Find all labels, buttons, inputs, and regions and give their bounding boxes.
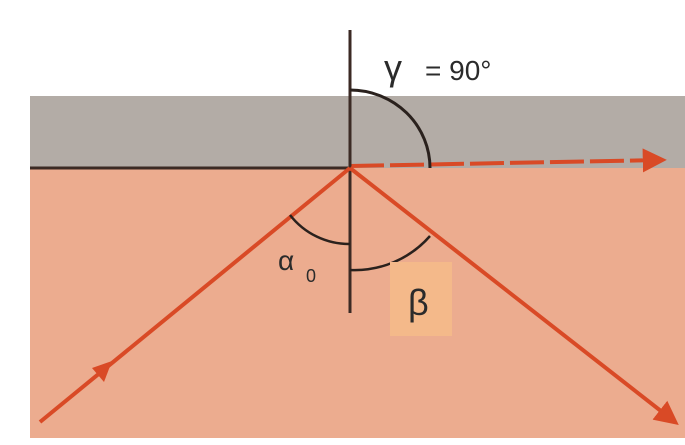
alpha-symbol: α xyxy=(278,245,294,276)
lower-medium xyxy=(30,168,685,438)
alpha-subscript: 0 xyxy=(306,266,316,286)
gamma-arc xyxy=(349,88,432,169)
incident-ray xyxy=(38,166,352,424)
gamma-symbol: γ xyxy=(384,47,402,88)
upper-medium xyxy=(30,96,685,168)
beta-label-box xyxy=(390,262,452,336)
alpha-arc xyxy=(289,214,351,246)
refracted-ray-arrow xyxy=(349,148,667,173)
beta-symbol: β xyxy=(408,282,429,323)
gamma-value: = 90° xyxy=(425,55,491,86)
incident-ray-arrowhead xyxy=(92,361,112,382)
reflected-ray xyxy=(348,166,679,425)
